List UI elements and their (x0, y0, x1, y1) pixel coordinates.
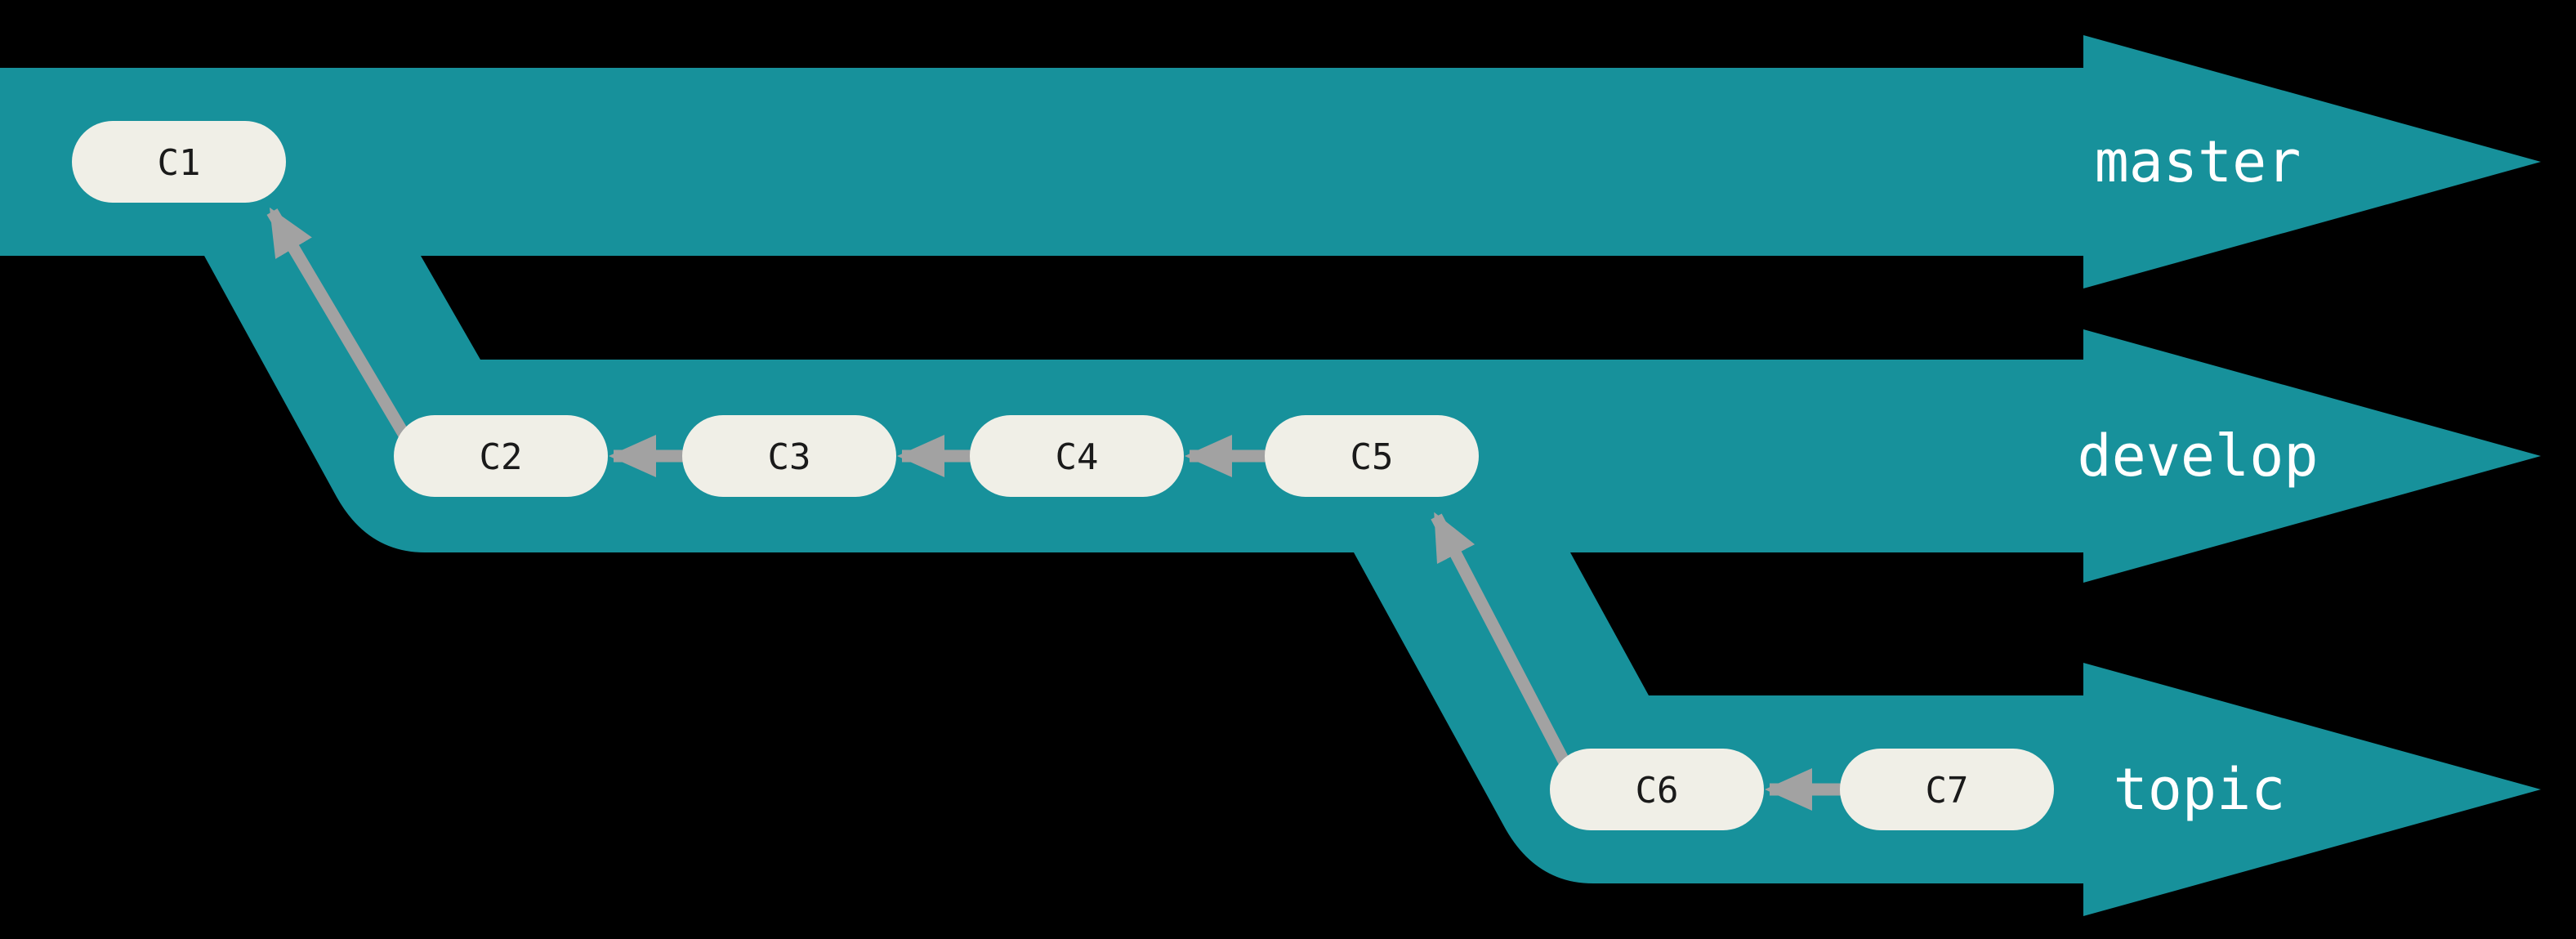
commit-node-c7: C7 (1840, 749, 2054, 830)
commit-node-c1: C1 (72, 121, 286, 203)
commit-capsule-c5 (1265, 415, 1479, 497)
commit-node-c4: C4 (970, 415, 1184, 497)
branch-label-topic: topic (2114, 756, 2286, 823)
commit-capsule-c2 (394, 415, 608, 497)
commit-label-c1: C1 (158, 142, 201, 184)
commit-node-c2: C2 (394, 415, 608, 497)
commit-label-c3: C3 (768, 436, 811, 478)
commit-node-c6: C6 (1550, 749, 1764, 830)
branch-label-develop: develop (2077, 423, 2318, 490)
branch-label-master: master (2095, 128, 2301, 195)
commit-capsule-c4 (970, 415, 1184, 497)
commit-label-c4: C4 (1056, 436, 1099, 478)
branch-shape-master (0, 35, 2541, 288)
commit-label-c5: C5 (1351, 436, 1394, 478)
commit-label-c6: C6 (1636, 770, 1679, 812)
commit-capsule-c1 (72, 121, 286, 203)
commit-label-c7: C7 (1926, 770, 1969, 812)
commit-capsule-c7 (1840, 749, 2054, 830)
commit-capsule-c3 (682, 415, 896, 497)
commit-label-c2: C2 (480, 436, 523, 478)
branch-labels: master develop topic (2077, 128, 2318, 823)
commit-node-c3: C3 (682, 415, 896, 497)
commit-capsule-c6 (1550, 749, 1764, 830)
commit-nodes: C1 C2 C3 C4 C5 C6 (72, 121, 2054, 830)
commit-node-c5: C5 (1265, 415, 1479, 497)
